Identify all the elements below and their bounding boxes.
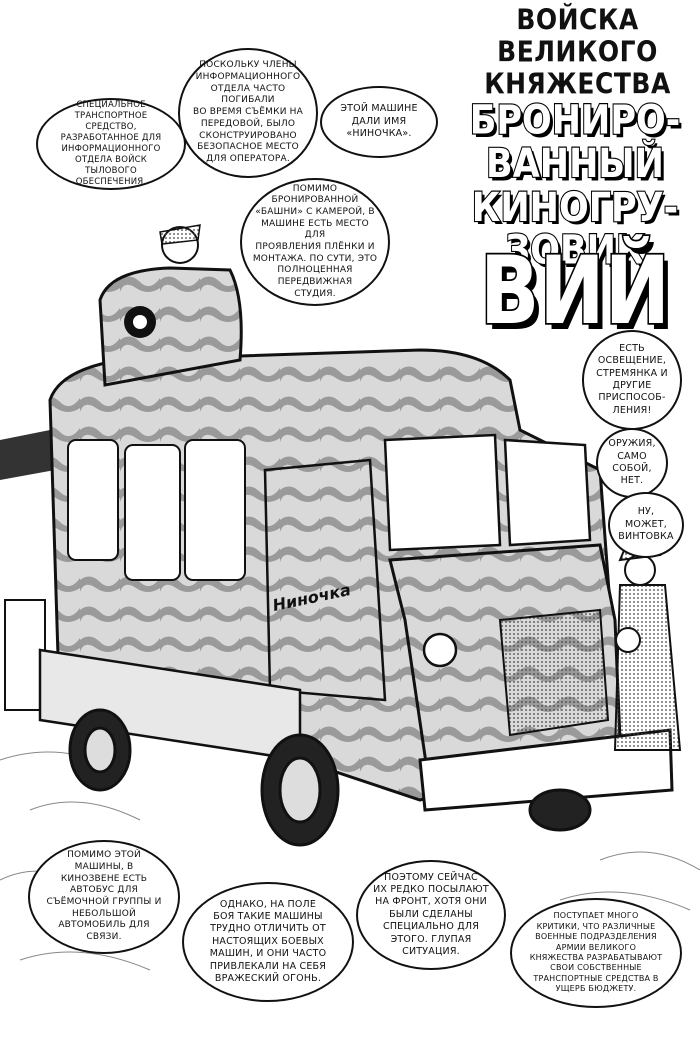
title-army: ВОЙСКА ВЕЛИКОГО КНЯЖЕСТВА [484, 2, 671, 101]
bubble-vehicle-name: ЭТОЙ МАШИНЕ ДАЛИ ИМЯ «НИНОЧКА». [320, 86, 438, 158]
bubble-film-unit: ПОМИМО ЭТОЙ МАШИНЫ, В КИНОЗВЕНЕ ЕСТЬ АВТ… [28, 840, 180, 954]
camera-turret [98, 266, 243, 387]
bubble-maybe-rifle: НУ, МОЖЕТ, ВИНТОВКА [608, 492, 684, 558]
bubble-silly-situation: ПОЭТОМУ СЕЙЧАС ИХ РЕДКО ПОСЫЛАЮТ НА ФРОН… [356, 860, 506, 970]
wheels [68, 708, 592, 847]
title-vehicle-type: БРОНИРО- ВАННЫЙ КИНОГРУ- ЗОВИК [469, 97, 682, 275]
bubble-budget-criticism: ПОСТУПАЕТ МНОГО КРИТИКИ, ЧТО РАЗЛИЧНЫЕ В… [510, 898, 682, 1008]
title-vehicle-name: ВИЙ [478, 237, 671, 346]
bubble-no-weapons: ОРУЖИЯ, САМО СОБОЙ, НЕТ. [596, 428, 668, 498]
bubble-special-vehicle: СПЕЦИАЛЬНОЕ ТРАНСПОРТНОЕ СРЕДСТВО, РАЗРА… [36, 98, 186, 190]
bubble-equipment: ЕСТЬ ОСВЕЩЕНИЕ, СТРЕМЯНКА И ДРУГИЕ ПРИСП… [582, 330, 682, 430]
bubble-operator-safety: ПОСКОЛЬКУ ЧЛЕНЫ ИНФОРМАЦИОННОГО ОТДЕЛА Ч… [178, 48, 318, 178]
awning [0, 430, 55, 480]
soldier [613, 543, 682, 751]
bubble-enemy-fire: ОДНАКО, НА ПОЛЕ БОЯ ТАКИЕ МАШИНЫ ТРУДНО … [182, 882, 354, 1002]
bubble-studio: ПОМИМО БРОНИРОВАННОЙ «БАШНИ» С КАМЕРОЙ, … [240, 178, 390, 306]
